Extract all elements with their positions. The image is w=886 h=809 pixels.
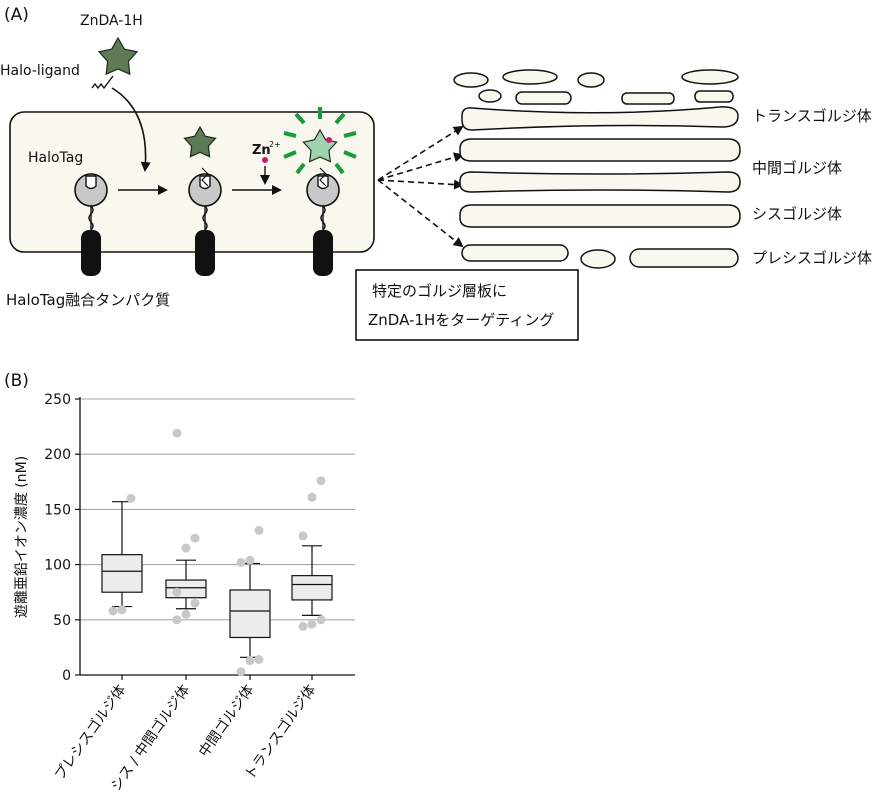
znda-star-bound — [183, 125, 217, 158]
box-iqr — [229, 589, 271, 639]
outlier-point — [298, 621, 308, 631]
outlier-point — [108, 606, 118, 616]
halotag-protein-2 — [188, 167, 222, 276]
box-iqr — [101, 554, 143, 593]
outlier-point — [254, 525, 264, 535]
box-iqr — [291, 575, 333, 601]
outlier-point — [126, 493, 136, 503]
panel-a-label: (A) — [4, 5, 29, 25]
outlier-point — [245, 555, 255, 565]
outlier-point — [117, 605, 127, 615]
panel-b-label: (B) — [4, 371, 29, 391]
y-tick-label: 100 — [44, 558, 71, 574]
y-tick-label: 250 — [44, 392, 71, 408]
category-label: 中間ゴルジ体 — [195, 682, 257, 761]
outlier-point — [181, 609, 191, 619]
outlier-point — [316, 615, 326, 625]
outlier-point — [172, 615, 182, 625]
y-tick-label: 150 — [44, 502, 71, 518]
outlier-point — [190, 533, 200, 543]
golgi-label-trans: トランスゴルジ体 — [752, 107, 872, 125]
znda-star-fluorescent — [302, 128, 338, 163]
y-tick-label: 50 — [53, 613, 71, 629]
outlier-point — [245, 656, 255, 666]
halo-ligand-label: Halo-ligand — [0, 63, 80, 79]
targeting-arrows — [377, 125, 464, 248]
znda-star-free — [97, 36, 139, 76]
outlier-point — [172, 587, 182, 597]
golgi-label-precis: プレシスゴルジ体 — [752, 249, 872, 267]
category-label: プレシスゴルジ体 — [51, 682, 129, 783]
fusion-protein-label: HaloTag融合タンパク質 — [6, 291, 170, 309]
outlier-point — [236, 557, 246, 567]
zn-superscript: 2+ — [269, 140, 281, 149]
halo-ligand-linker — [91, 75, 114, 90]
halotag-protein-1 — [74, 173, 108, 276]
golgi-label-cis: シスゴルジ体 — [752, 205, 842, 223]
y-axis-label: 遊離亜鉛イオン濃度 (nM) — [13, 456, 30, 618]
outlier-point — [298, 531, 308, 541]
bound-zn-dot — [326, 137, 332, 143]
outlier-point — [316, 476, 326, 486]
outlier-point — [172, 428, 182, 438]
targeting-line-2: ZnDA-1Hをターゲティング — [368, 311, 554, 329]
y-tick-label: 200 — [44, 447, 71, 463]
binding-curved-arrow — [111, 87, 151, 172]
golgi-label-medial: 中間ゴルジ体 — [752, 159, 842, 177]
targeting-line-1: 特定のゴルジ層板に — [372, 282, 507, 300]
outlier-point — [307, 492, 317, 502]
znda-label: ZnDA-1H — [80, 13, 143, 29]
outlier-point — [254, 655, 264, 665]
outlier-point — [307, 619, 317, 629]
outlier-point — [236, 667, 246, 677]
box-iqr — [165, 579, 207, 599]
zn-label: Zn — [252, 143, 271, 158]
halotag-protein-3 — [306, 167, 340, 276]
targeting-box — [355, 269, 579, 341]
golgi-stack — [453, 69, 741, 269]
outlier-point — [181, 543, 191, 553]
zn-ion-dot — [262, 157, 268, 163]
y-tick-label: 0 — [62, 668, 71, 684]
outlier-point — [190, 598, 200, 608]
halotag-label: HaloTag — [28, 150, 83, 166]
fluorescence-glow — [283, 107, 357, 175]
